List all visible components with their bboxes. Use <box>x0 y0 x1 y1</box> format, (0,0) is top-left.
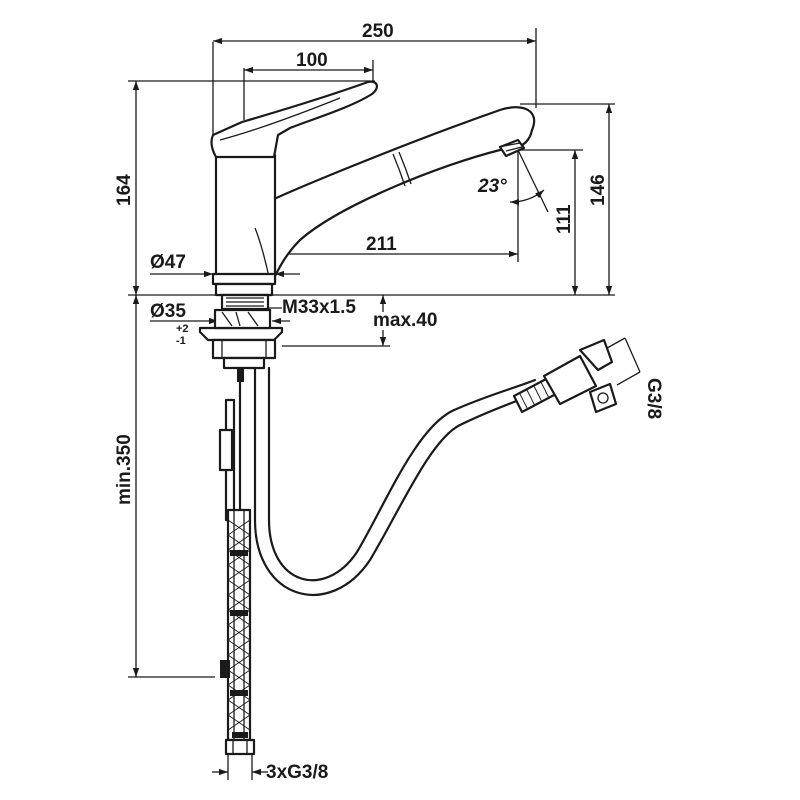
label-angle: 23° <box>477 176 507 197</box>
spray-head <box>498 138 526 158</box>
hose-end-connector <box>224 738 256 756</box>
label-body-diameter: Ø47 <box>150 252 186 273</box>
faucet-body <box>210 80 536 297</box>
label-height: 164 <box>114 174 135 206</box>
dimension-lines <box>128 28 641 780</box>
label-supply-connections: 3xG3/8 <box>266 762 328 783</box>
hose-coupling <box>512 338 618 414</box>
label-base-diameter: Ø35 <box>150 301 186 322</box>
label-thread: M33x1.5 <box>282 297 356 318</box>
supply-hoses <box>218 398 256 756</box>
label-spout-height: 146 <box>588 174 609 206</box>
base-ring <box>211 272 277 286</box>
spout <box>260 106 536 284</box>
mounting-hardware <box>198 293 284 522</box>
label-hose-length: min.350 <box>114 434 135 505</box>
label-overall-length: 250 <box>362 21 394 42</box>
label-outlet-height: 111 <box>554 204 575 234</box>
label-tolerance-plus: +2 <box>176 323 189 335</box>
dimension-labels: 250 100 164 146 111 211 23° Ø47 Ø35 +2 -… <box>114 21 664 783</box>
label-tolerance-minus: -1 <box>176 335 186 347</box>
lever-handle <box>210 80 378 159</box>
label-hose-connection: G3/8 <box>643 378 664 419</box>
label-spout-reach: 211 <box>366 234 397 255</box>
label-lever-length: 100 <box>296 50 328 71</box>
pull-out-hose <box>253 338 618 596</box>
label-max-thickness: max.40 <box>373 310 437 331</box>
